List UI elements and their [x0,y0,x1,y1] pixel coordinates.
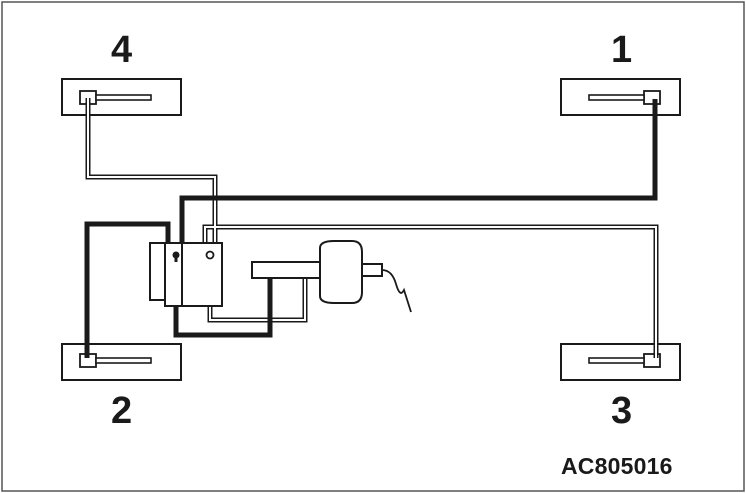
wheel-cylinder-3 [560,343,681,381]
wheel-cylinder-4 [61,78,182,116]
wheel-cylinder-2 [61,343,182,381]
wheel-label-4: 4 [111,29,133,71]
connector-wire [381,269,412,313]
secondary-circuit-pipes [85,98,659,358]
master-cylinder-block [149,242,223,307]
wheel-label-2: 2 [111,390,133,432]
figure-code: AC805016 [561,453,673,479]
wheel-label-1: 1 [611,29,633,71]
wheel-label-3: 3 [611,390,633,432]
brake-actuator [251,240,383,304]
wheel-cylinder-1 [560,78,681,116]
